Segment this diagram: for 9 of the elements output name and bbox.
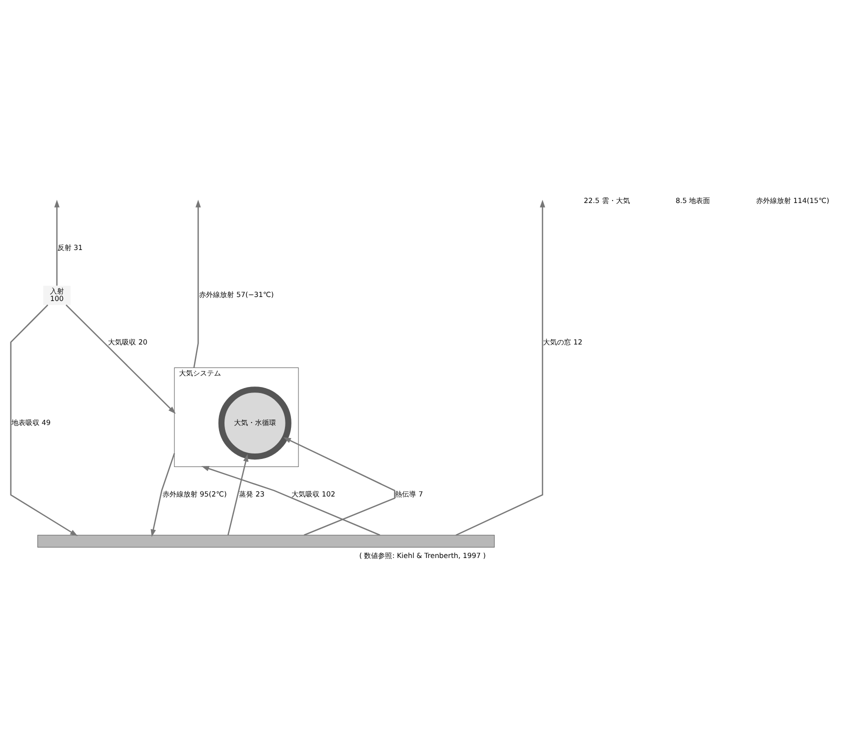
arrow: [54, 200, 60, 286]
arrow: [456, 200, 546, 536]
arrow: [201, 466, 380, 536]
arrow: [227, 454, 248, 536]
arrow: [10, 304, 78, 536]
arrow: [150, 453, 175, 537]
arrow: [66, 304, 176, 414]
arrow: [283, 437, 396, 536]
arrow: [193, 200, 201, 368]
